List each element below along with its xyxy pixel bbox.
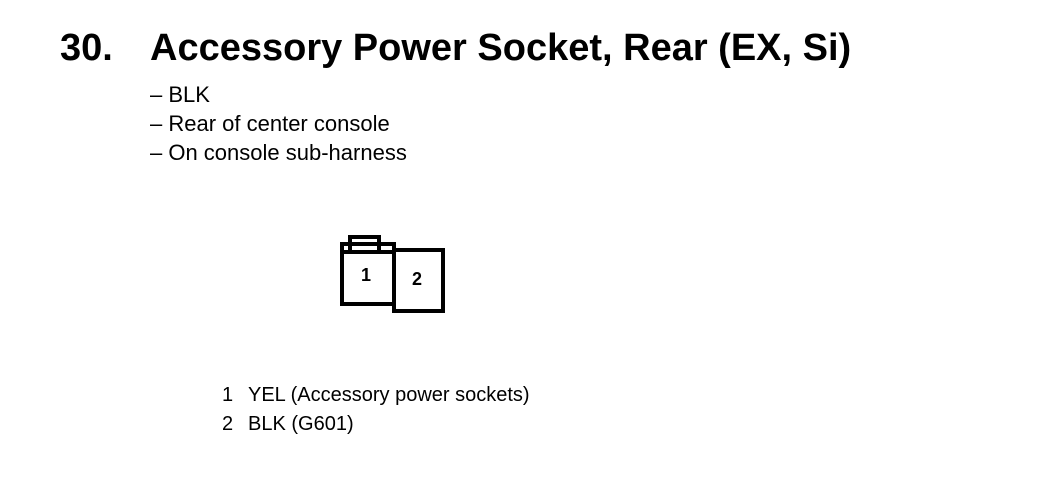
pin-number: 1 [222,384,234,406]
connector-color: – BLK [150,82,210,107]
pin-row: 1 YEL (Accessory power sockets) [222,381,530,410]
connector-face-diagram: 1 2 [340,235,445,313]
section-number: 30. [60,27,113,69]
terminal-pin-list: 1 YEL (Accessory power sockets) 2 BLK (G… [222,381,530,439]
terminal-1-label: 1 [361,265,371,285]
terminal-2-label: 2 [412,269,422,289]
pin-description: YEL (Accessory power sockets) [248,384,530,406]
locking-tab-icon [348,235,381,254]
pin-row: 2 BLK (G601) [222,410,530,439]
connector-details-list: – BLK – Rear of center console – On cons… [150,80,407,167]
section-title: Accessory Power Socket, Rear (EX, Si) [150,27,852,69]
pin-number: 2 [222,413,234,435]
terminal-2-cavity [392,248,445,313]
pin-description: BLK (G601) [248,413,354,435]
connector-harness: – On console sub-harness [150,140,407,165]
connector-location: – Rear of center console [150,111,390,136]
